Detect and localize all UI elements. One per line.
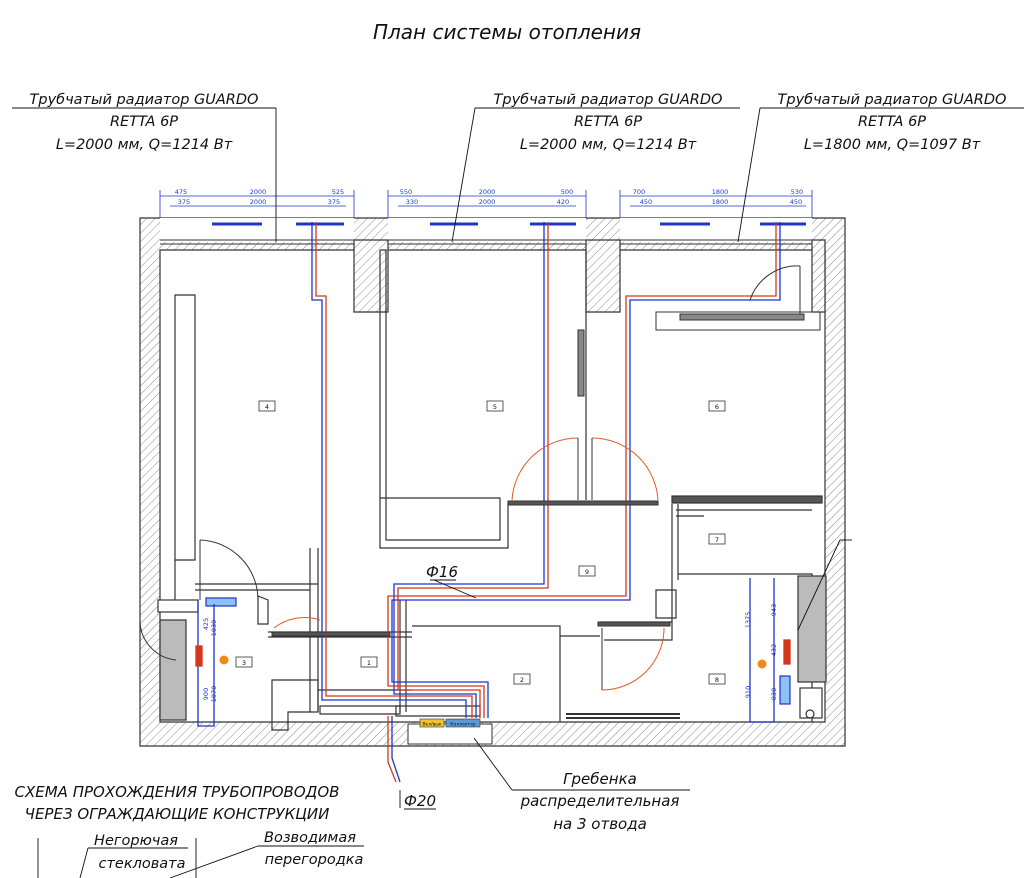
room-6: 6 [715, 403, 719, 411]
leaders [12, 107, 1024, 808]
room-7: 7 [715, 536, 719, 544]
plan-title: План системы отопления [373, 20, 641, 44]
dim-r3-mid-bot: 1800 [712, 198, 729, 206]
dim-bath3-900: 900 [202, 688, 210, 700]
room-tags: 1 2 3 4 5 6 7 8 9 [235, 400, 726, 685]
dim-bath8-1375: 1375 [744, 612, 752, 629]
room-9: 9 [585, 568, 589, 576]
dim-r1-left-bot: 375 [178, 198, 190, 206]
dim-r3-right-bot: 450 [790, 198, 802, 206]
room-8: 8 [715, 676, 719, 684]
radiator-3-model: RETTA 6P [858, 114, 926, 130]
dim-r2-mid-top: 2000 [479, 188, 496, 196]
manifold: Вкл/вык Коллектор [407, 718, 493, 745]
room-2: 2 [520, 676, 524, 684]
room-3: 3 [242, 659, 246, 667]
marker-bath-8 [757, 659, 767, 669]
dim-r3-left-top: 700 [633, 188, 645, 196]
radiator-3-spec: L=1800 мм, Q=1097 Вт [804, 137, 981, 153]
dim-r3-right-top: 530 [791, 188, 803, 196]
radiator-1-spec: L=2000 мм, Q=1214 Вт [56, 137, 233, 153]
dim-r2-right-top: 500 [561, 188, 573, 196]
dim-r3-mid-top: 1800 [712, 188, 729, 196]
radiator-2-model: RETTA 6P [574, 114, 642, 130]
manifold-caption-2: распределительная [520, 792, 680, 810]
dim-bath3-425: 425 [202, 618, 210, 630]
manifold-caption-3: на 3 отвода [553, 815, 647, 833]
partitions [271, 311, 821, 637]
dim-r2-left-top: 550 [400, 188, 412, 196]
dim-r2-mid-bot: 2000 [479, 198, 496, 206]
dim-r1-mid-top: 2000 [250, 188, 267, 196]
dim-r1-right-top: 525 [332, 188, 344, 196]
pipe-label-20: Ф20 [404, 792, 436, 810]
dim-bath3-1030: 1030 [210, 620, 218, 637]
legend-item2-b: перегородка [265, 852, 364, 868]
scheme-title-2: ЧЕРЕЗ ОГРАЖДАЮЩИЕ КОНСТРУКЦИИ [25, 805, 330, 823]
dim-r2-right-bot: 420 [557, 198, 569, 206]
legend: Негорючая стекловата Возводимая перегоро… [37, 830, 364, 878]
dim-r1-right-bot: 375 [328, 198, 340, 206]
scheme-title-1: СХЕМА ПРОХОЖДЕНИЯ ТРУБОПРОВОДОВ [15, 783, 340, 801]
marker-bath-3 [219, 655, 229, 665]
room-5: 5 [493, 403, 497, 411]
legend-item1-a: Негорючая [94, 833, 178, 849]
radiator-1-name: Трубчатый радиатор GUARDO [30, 92, 259, 108]
legend-item1-b: стекловата [99, 856, 186, 872]
manifold-caption-1: Гребенка [563, 770, 637, 788]
dim-bath3-1070: 1070 [210, 686, 218, 703]
room-1: 1 [367, 659, 371, 667]
dim-bath8-943: 943 [770, 604, 778, 616]
radiator-2-name: Трубчатый радиатор GUARDO [494, 92, 723, 108]
manifold-switch-label: Вкл/вык [422, 722, 441, 728]
dim-r2-left-bot: 330 [406, 198, 418, 206]
radiator-2-spec: L=2000 мм, Q=1214 Вт [520, 137, 697, 153]
dimension-chains [159, 190, 813, 218]
radiator-1-model: RETTA 6P [110, 114, 178, 130]
dim-r1-mid-bot: 2000 [250, 198, 267, 206]
doors [139, 265, 801, 691]
dim-r1-left-top: 475 [175, 188, 187, 196]
dim-bath8-910: 910 [744, 686, 752, 698]
dim-bath8-830: 830 [770, 688, 778, 700]
manifold-collector-label: Коллектор [450, 722, 476, 728]
legend-item2-a: Возводимая [264, 830, 356, 846]
dim-r3-left-bot: 450 [640, 198, 652, 206]
dim-bath8-432: 432 [770, 644, 778, 656]
radiator-3-name: Трубчатый радиатор GUARDO [778, 92, 1007, 108]
pipe-label-16: Ф16 [426, 563, 458, 581]
room-4: 4 [265, 403, 269, 411]
heating-pipes [195, 222, 791, 783]
